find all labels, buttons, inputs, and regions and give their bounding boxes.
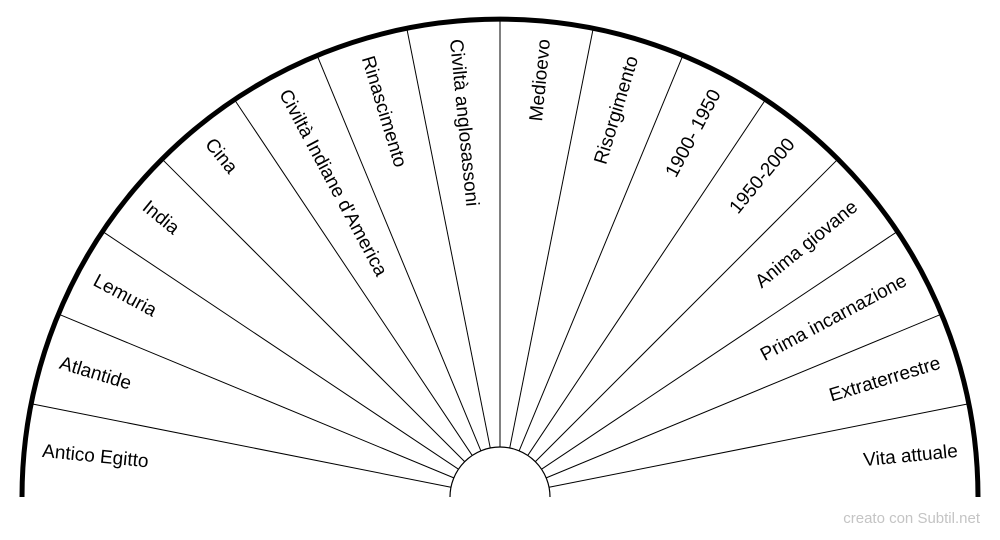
sector-label: Antico Egitto <box>41 441 149 472</box>
footer-credit: creato con Subtil.net <box>843 510 980 527</box>
sector-label: India <box>138 197 184 240</box>
sector-label: Risorgimento <box>591 54 644 167</box>
sector-divider <box>235 100 473 456</box>
sector-label: Medioevo <box>526 38 555 122</box>
sector-divider <box>103 232 459 470</box>
dial-center-arc <box>449 446 551 498</box>
sector-label: 1900- 1950 <box>662 86 726 181</box>
sector-label: Extraterrestre <box>827 353 943 407</box>
sector-label: Vita attuale <box>862 441 958 471</box>
sector-label: Atlantide <box>57 353 134 395</box>
sector-divider <box>546 314 940 479</box>
sector-divider <box>535 160 837 462</box>
sector-label: Civiltà anglosassoni <box>445 38 482 207</box>
sector-label: Lemuria <box>90 270 161 321</box>
sector-divider <box>317 57 482 451</box>
sector-divider <box>60 314 454 479</box>
sector-divider <box>518 57 683 451</box>
sector-label: Prima incarnazione <box>757 270 910 365</box>
sector-divider <box>541 232 897 470</box>
sector-label: Rinascimento <box>357 54 411 170</box>
sector-divider <box>163 160 465 462</box>
sector-divider <box>33 403 452 488</box>
sector-label: Cina <box>200 134 241 178</box>
sector-divider <box>527 100 765 456</box>
sector-divider <box>509 30 594 449</box>
sector-divider <box>406 30 491 449</box>
sector-divider <box>548 403 967 488</box>
sector-label: 1950-2000 <box>726 134 800 218</box>
dial-outer-arc <box>19 16 981 498</box>
sector-label: Anima giovane <box>751 197 861 293</box>
